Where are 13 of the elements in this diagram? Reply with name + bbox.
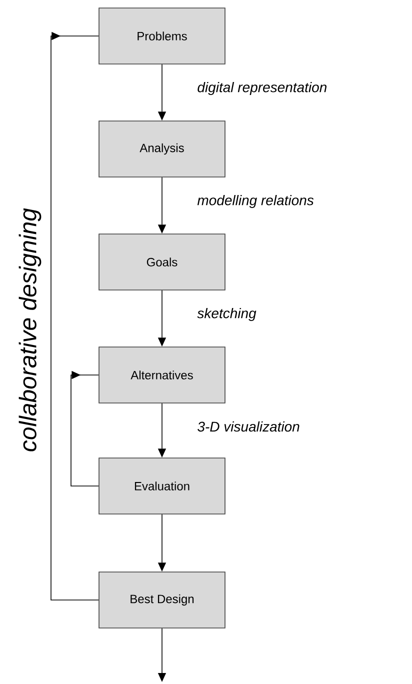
edge-label: digital representation	[196, 80, 328, 96]
edge-label: 3-D visualization	[196, 420, 301, 433]
process-box: Analysis	[98, 120, 226, 178]
feedback-arrow	[50, 32, 99, 600]
edge-label: sketching	[196, 306, 258, 322]
feedback-arrow	[70, 370, 99, 486]
side-label: collaborative designing	[18, 208, 42, 452]
process-box: Evaluation	[98, 458, 226, 514]
process-box: Problems	[98, 8, 226, 64]
process-box: Goals	[98, 234, 226, 290]
edge-label: modelling relations	[196, 194, 315, 210]
process-box: Alternatives	[98, 346, 226, 404]
process-box: Best Design	[98, 572, 226, 628]
